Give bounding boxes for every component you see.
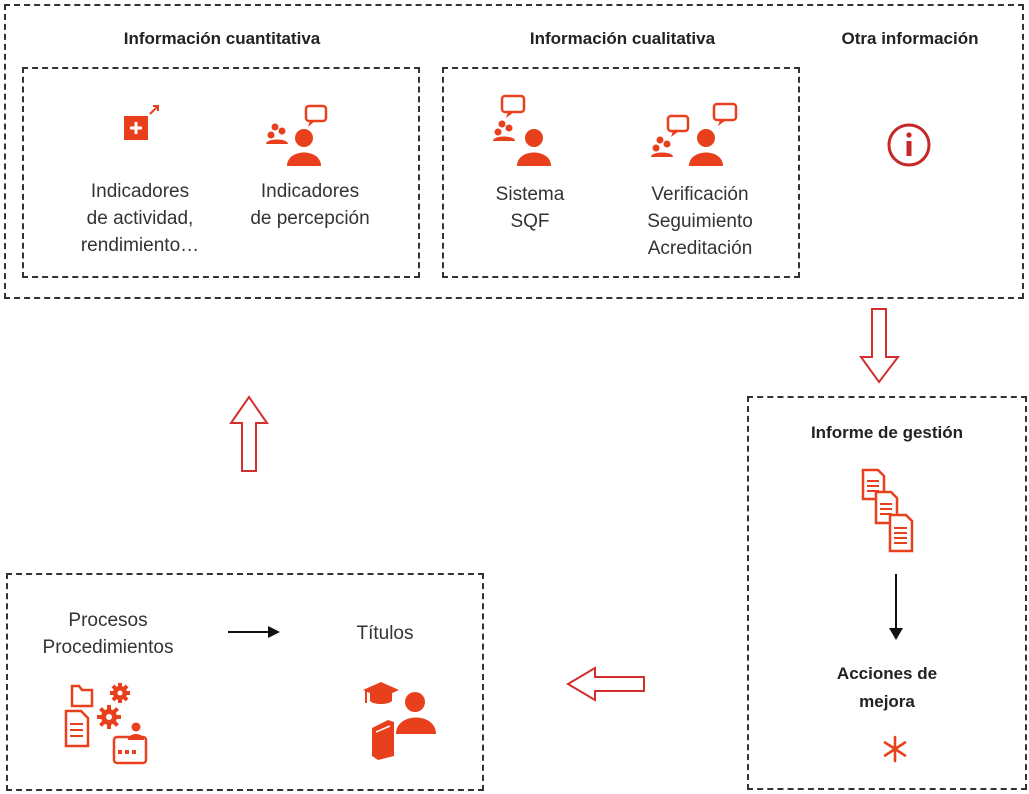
- management-report-header: Informe de gestión: [810, 423, 964, 442]
- down-black-arrow-icon: [889, 574, 903, 640]
- processes-box: [6, 573, 484, 791]
- quantitative-header: Información cuantitativa: [123, 29, 321, 48]
- information-sources-box: [4, 4, 1024, 299]
- qualitative-header: Información cualitativa: [529, 29, 716, 48]
- perception-person-icon: [266, 104, 328, 166]
- management-report-box: [747, 396, 1027, 790]
- processes-icon: [64, 683, 148, 765]
- sqf-person-icon: [493, 94, 551, 166]
- documents-icon: [861, 468, 914, 553]
- processes-label: Procesos Procedimientos: [42, 610, 174, 658]
- perception-indicators-label: Indicadores de percepción: [250, 181, 370, 229]
- graduate-icon: [363, 682, 436, 760]
- indicator-plus-icon: [124, 105, 159, 140]
- right-black-arrow-icon: [228, 626, 280, 638]
- info-circle-icon: [887, 123, 931, 167]
- verification-label: Verificación Seguimiento Acreditación: [647, 184, 753, 259]
- left-arrow-icon: [566, 666, 645, 702]
- verification-people-icon: [651, 102, 738, 166]
- activity-indicators-label: Indicadores de actividad, rendimiento…: [80, 181, 200, 256]
- titles-label: Títulos: [356, 623, 414, 644]
- asterisk-icon: [883, 735, 907, 763]
- qualitative-box: [442, 67, 800, 278]
- improvement-actions-label: Acciones de mejora: [836, 664, 938, 711]
- sqf-system-label: Sistema SQF: [495, 184, 565, 232]
- up-arrow-icon: [229, 395, 269, 472]
- other-information-header: Otra información: [841, 29, 979, 48]
- quantitative-box: [22, 67, 420, 278]
- down-arrow-icon: [859, 308, 901, 384]
